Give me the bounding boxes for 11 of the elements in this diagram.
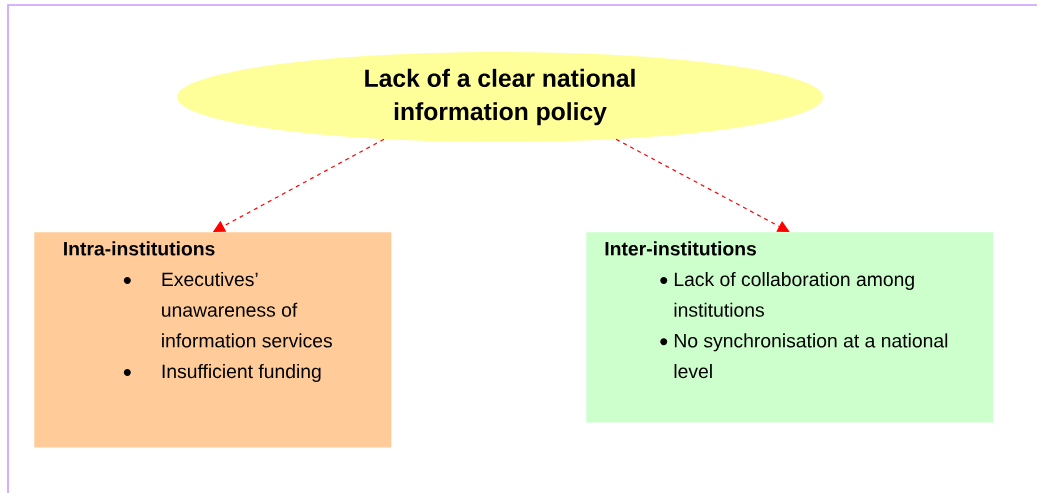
heading: Intra-institutions	[64, 241, 215, 256]
bullet-item: No synchronisation at a national level	[674, 333, 948, 379]
info-box	[586, 232, 994, 423]
arrow	[615, 138, 790, 232]
bullet-item: Executives’ unawareness of information services	[162, 272, 332, 348]
heading: Inter-institutions	[605, 241, 756, 256]
ellipse-shape	[177, 52, 823, 142]
heading: Lack of a clear national information policy	[365, 68, 635, 126]
bullet-item: Lack of collaboration among institutions	[674, 272, 914, 317]
bullet-item: Insufficient funding	[162, 364, 321, 383]
info-box	[34, 232, 392, 448]
